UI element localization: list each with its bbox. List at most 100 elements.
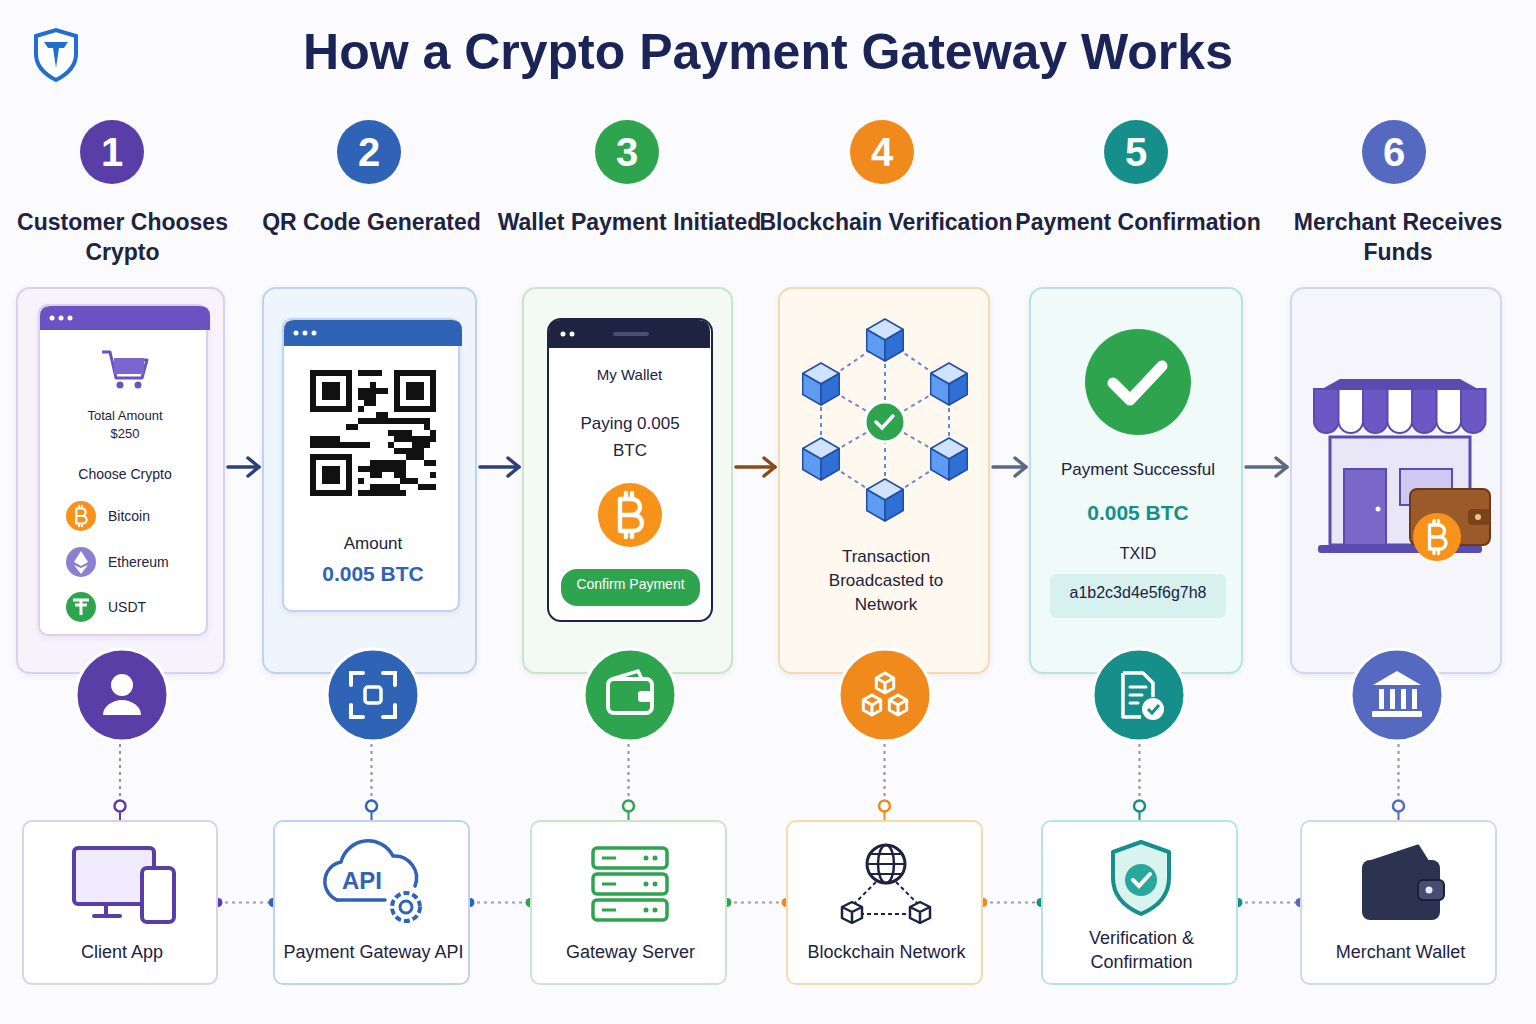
icon-shape [1148,705,1159,713]
icon-shape [418,436,424,442]
step-number: 5 [1104,120,1168,184]
logo-mark [44,42,68,68]
icon-shape [949,374,967,406]
icon-shape [66,501,96,531]
step-card: Merchant Receives Funds [1290,287,1502,674]
icon-shape [328,442,334,448]
icon-shape [1351,649,1443,741]
icon-shape [103,700,141,715]
icon-shape [364,388,370,394]
icon-shape [1437,389,1462,433]
icon-shape [370,472,376,478]
icon-shape [885,490,903,522]
icon-shape [310,370,352,412]
icon-shape [68,316,73,321]
node-text: Payment Gateway API [275,939,472,965]
arrow-head [764,458,775,476]
icon-shape [370,490,376,496]
system-box: Verification & Confirmation [1041,820,1238,985]
icon-shape [382,418,388,424]
icon-shape [867,490,885,522]
node-illustration [1292,289,1504,766]
arrow-head [1015,458,1026,476]
icon-shape [406,448,412,454]
step-number: 1 [80,120,144,184]
node-text: USDT [108,597,203,617]
icon-shape [310,442,316,448]
link-ring [1134,801,1145,812]
icon-shape [394,460,400,466]
icon-shape [412,418,418,424]
icon-shape [1344,469,1386,545]
system-box: Payment Gateway API [273,820,470,985]
link-ring [1393,801,1404,812]
icon-shape [364,394,370,400]
icon-shape [400,448,406,454]
flow-arrow [480,465,519,469]
icon-shape [376,484,382,490]
icon-shape [653,856,658,861]
icon-shape [1130,687,1146,703]
step-heading: Blockchain Verification [750,207,1022,237]
icon-shape [365,687,381,703]
icon-shape [418,454,424,460]
icon-shape [418,448,424,454]
icon-shape [364,490,370,496]
icon-shape [1376,507,1381,512]
icon-shape [294,331,299,336]
step-number-text: 6 [1362,120,1426,184]
link-stub [884,812,886,820]
icon-shape [867,845,905,883]
icon-shape [803,449,821,481]
dotted-link [218,902,273,904]
icon-shape [1430,521,1447,554]
link-ring [879,801,890,812]
icon-shape [316,442,322,448]
step-number: 6 [1362,120,1426,184]
icon-shape [1142,698,1164,720]
system-box: Blockchain Network [786,820,983,985]
icon-shape [406,478,412,484]
icon-shape [400,418,406,424]
icon-shape [1412,389,1437,433]
icon-shape [358,466,364,472]
icon-shape [364,466,370,472]
icon-shape [376,412,382,418]
node-text: a1b2c3d4e5f6g7h8 [1050,574,1226,612]
flow-arrow [736,465,775,469]
step-number: 2 [337,120,401,184]
icon-shape [638,691,652,702]
icon-shape [620,493,642,537]
icon-shape [76,506,86,527]
icon-shape [388,490,394,496]
step-card: Payment ConfirmationPayment Successful0.… [1029,287,1243,674]
icon-shape [1322,379,1478,389]
icon-shape [337,898,385,902]
node-text: Paying 0.005 BTC [575,410,685,464]
icon-shape [424,436,430,442]
icon-shape [376,472,382,478]
node-text: 0.005 BTC [284,560,462,588]
title: How a Crypto Payment Gateway Works [0,20,1536,84]
icon-shape [430,430,436,436]
logo-shield [36,30,76,80]
arrow-head [1276,458,1287,476]
icon-shape [370,400,376,406]
node-illustration [780,289,992,766]
icon-shape [867,854,905,874]
icon-shape [584,649,676,741]
icon-shape [382,490,388,496]
link-stub [1139,812,1141,820]
dotted-link [983,902,1041,904]
icon-shape [392,893,420,921]
step-heading: Payment Confirmation [1001,207,1275,237]
icon-shape [135,382,142,389]
link-stub [371,812,373,820]
icon-shape [931,449,949,481]
node-text: Merchant Wallet [1302,939,1499,965]
icon-shape [1475,514,1481,520]
icon-shape [394,490,400,496]
icon-shape [334,442,340,448]
icon-shape [400,490,406,496]
